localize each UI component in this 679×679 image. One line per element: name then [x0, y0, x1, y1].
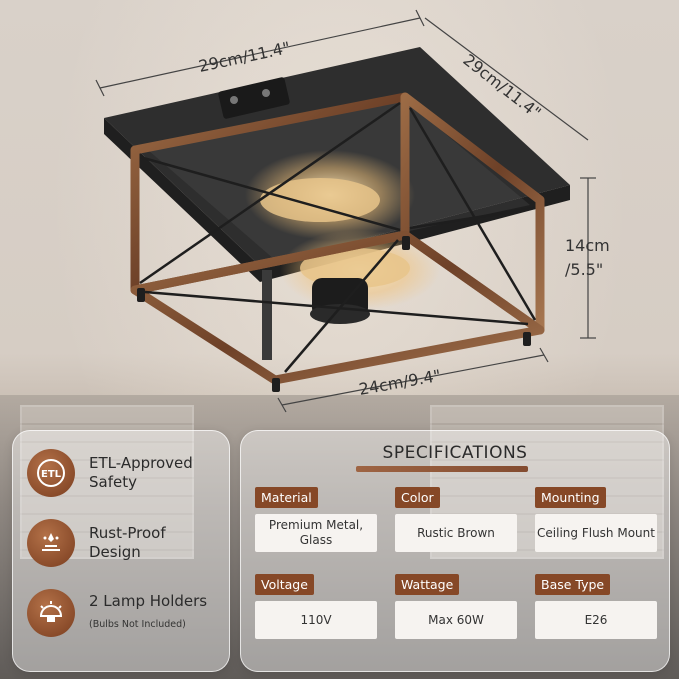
spec-value: Ceiling Flush Mount	[535, 514, 657, 552]
feature-rust-line1: Rust-Proof	[89, 524, 166, 542]
spec-wattage: Wattage Max 60W	[395, 574, 517, 639]
feature-lamp-note: (Bulbs Not Included)	[89, 619, 186, 630]
spec-value: E26	[535, 601, 657, 639]
spec-color: Color Rustic Brown	[395, 487, 517, 552]
feature-lamp-line1: 2 Lamp Holders	[89, 592, 208, 610]
spec-title: SPECIFICATIONS	[382, 443, 528, 463]
spec-value: Rustic Brown	[395, 514, 517, 552]
canopy-switch	[218, 77, 290, 119]
feature-rust-line2: Design	[89, 543, 141, 561]
spec-value: Premium Metal, Glass	[255, 514, 377, 552]
canopy-edge	[104, 118, 570, 282]
spec-value: 110V	[255, 601, 377, 639]
spec-label: Voltage	[255, 574, 314, 595]
spec-title-underline	[356, 466, 528, 472]
feature-etl-line1: ETL-Approved	[89, 454, 193, 472]
rustic-cage-frame	[130, 92, 545, 385]
feature-etl-line2: Safety	[89, 473, 137, 491]
dimension-height-in-label: /5.5"	[565, 260, 603, 279]
spec-label: Wattage	[395, 574, 460, 595]
feature-lamp-holders: 2 Lamp Holders (Bulbs Not Included)	[27, 589, 207, 637]
switch-knob-1	[230, 96, 238, 104]
spec-label: Mounting	[535, 487, 606, 508]
frame-feet	[137, 236, 531, 392]
lamp-stem	[262, 270, 272, 360]
spec-value: Max 60W	[395, 601, 517, 639]
dimension-lines	[95, 9, 596, 413]
switch-knob-2	[262, 89, 270, 97]
feature-etl: ETL ETL-Approved Safety	[27, 449, 193, 497]
dimension-width-label: 29cm/11.4"	[197, 38, 292, 76]
spec-mounting: Mounting Ceiling Flush Mount	[535, 487, 657, 552]
etl-icon: ETL	[27, 449, 75, 497]
bulb-top	[260, 178, 380, 222]
specifications-panel: SPECIFICATIONS Material Premium Metal, G…	[240, 430, 670, 672]
lamp-holder-icon	[27, 589, 75, 637]
rust-proof-icon	[27, 519, 75, 567]
spec-label: Base Type	[535, 574, 611, 595]
spec-label: Material	[255, 487, 318, 508]
spec-voltage: Voltage 110V	[255, 574, 377, 639]
spec-material: Material Premium Metal, Glass	[255, 487, 377, 552]
feature-rust-proof: Rust-Proof Design	[27, 519, 166, 567]
ceiling-fixture-illustration: 29cm/11.4" 29cm/11.4" 14cm /5.5" 24cm/9.…	[95, 9, 610, 413]
features-panel: ETL ETL-Approved Safety Rust-Proof Desig…	[12, 430, 230, 672]
dimension-bottom-label: 24cm/9.4"	[357, 366, 442, 399]
spec-label: Color	[395, 487, 440, 508]
dimension-height-cm-label: 14cm	[565, 236, 610, 255]
cross-bars	[139, 101, 537, 373]
svg-text:ETL: ETL	[41, 469, 62, 480]
spec-base-type: Base Type E26	[535, 574, 657, 639]
